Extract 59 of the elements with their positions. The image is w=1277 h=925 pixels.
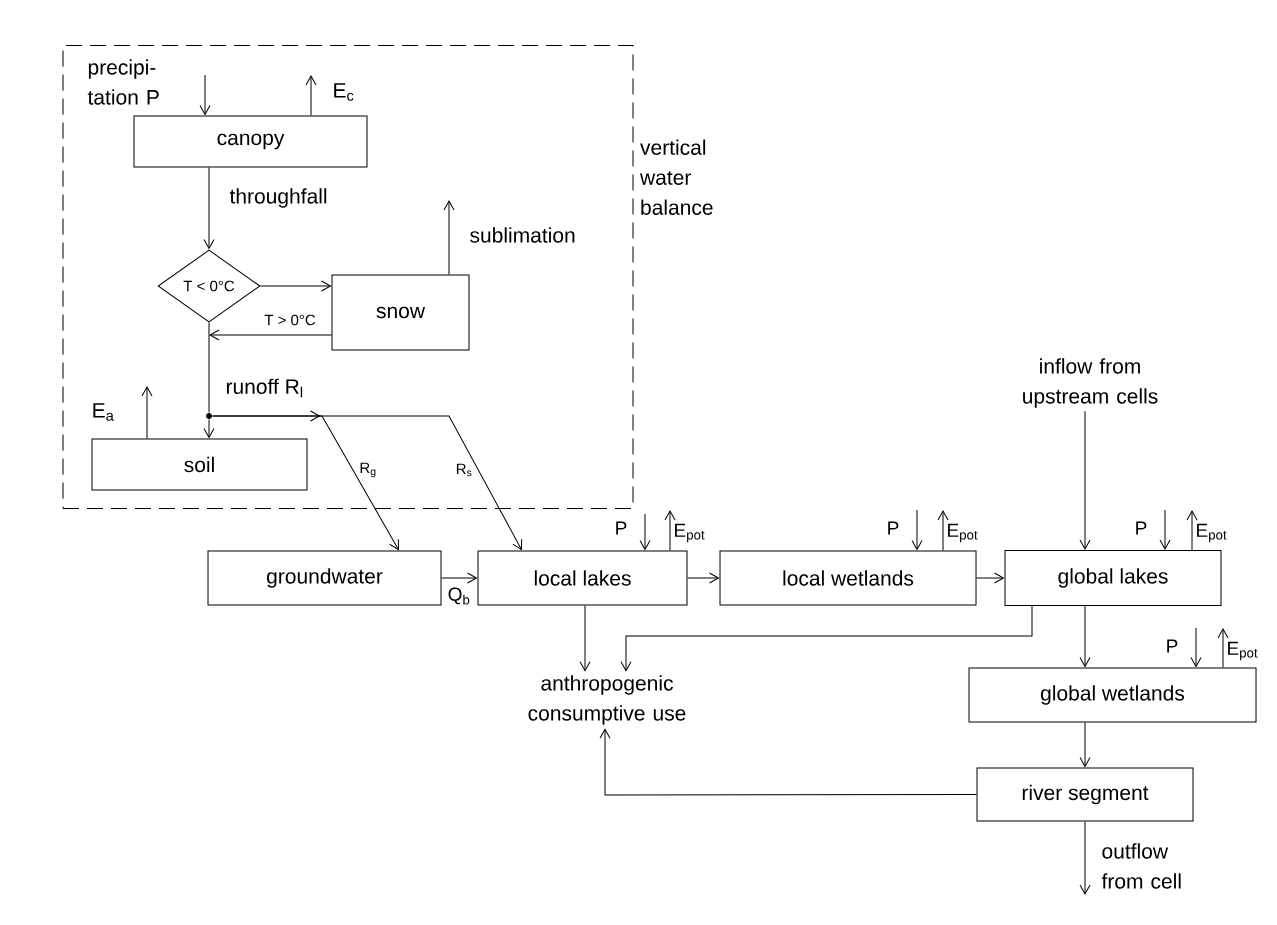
process-box: river segment bbox=[976, 767, 1194, 822]
edge-label: E$_{a}$ bbox=[93, 403, 114, 421]
process-box: local lakes bbox=[477, 550, 688, 606]
arrow bbox=[209, 329, 332, 341]
arrow bbox=[260, 280, 331, 292]
arrow bbox=[1079, 410, 1091, 550]
edge-label: E$_{pot}$ bbox=[948, 523, 978, 543]
edge-label: runoff R$_{l}$ bbox=[226, 378, 303, 398]
process-box: canopy bbox=[133, 115, 368, 168]
node-label: vertical water balance bbox=[639, 139, 713, 215]
arrow bbox=[1159, 509, 1171, 550]
arrow bbox=[937, 510, 949, 551]
edge-label: P bbox=[1136, 521, 1147, 535]
edge-label: E$_{pot}$ bbox=[1197, 523, 1227, 543]
edge-label: R$_{g}$ bbox=[360, 462, 376, 478]
process-box: soil bbox=[91, 438, 308, 491]
process-box: groundwater bbox=[207, 550, 442, 606]
edge-label: sublimation bbox=[470, 227, 575, 243]
arrow bbox=[1079, 605, 1091, 667]
arrow bbox=[664, 510, 676, 551]
arrow bbox=[203, 167, 215, 249]
arrow bbox=[1079, 722, 1091, 767]
arrow bbox=[639, 513, 651, 550]
arrow bbox=[620, 605, 1033, 672]
arrow bbox=[1217, 628, 1229, 668]
process-box: global wetlands bbox=[968, 667, 1257, 723]
edge-label: P bbox=[616, 521, 627, 535]
arrow bbox=[579, 605, 591, 672]
edge-label: throughfall bbox=[229, 188, 327, 208]
process-box: snow bbox=[331, 274, 470, 351]
arrow bbox=[443, 200, 455, 275]
edge-label: precipi- tation P bbox=[87, 59, 159, 105]
arrow bbox=[203, 419, 215, 438]
edge-label: Q$_{b}$ bbox=[448, 587, 470, 605]
edge-label: E$_{pot}$ bbox=[675, 523, 705, 543]
arrow bbox=[1186, 510, 1198, 551]
arrow bbox=[212, 415, 523, 551]
edge-label: T > 0°C bbox=[264, 314, 316, 326]
edge-label: R$_{s}$ bbox=[456, 463, 472, 477]
process-box: global lakes bbox=[1004, 550, 1222, 606]
process-box: local wetlands bbox=[719, 550, 977, 606]
arrow bbox=[1079, 821, 1091, 895]
edge-label: E$_{pot}$ bbox=[1228, 641, 1258, 661]
edge-label: P bbox=[1167, 639, 1178, 653]
flow-label: anthropogenic consumptive use bbox=[528, 675, 686, 725]
connector-line bbox=[208, 322, 210, 413]
arrow bbox=[599, 728, 977, 796]
edge-label: P bbox=[888, 521, 899, 535]
arrow bbox=[976, 572, 1004, 584]
edge-label: outflow from cell bbox=[1101, 843, 1181, 889]
arrow bbox=[199, 74, 211, 115]
arrow bbox=[441, 572, 477, 584]
arrow bbox=[305, 75, 317, 116]
arrow bbox=[687, 572, 719, 584]
arrow bbox=[141, 386, 153, 439]
arrow bbox=[911, 509, 923, 550]
edge-label: E$_{c}$ bbox=[334, 83, 354, 101]
arrow bbox=[1190, 627, 1202, 667]
flow-label: inflow from upstream cells bbox=[1023, 358, 1158, 408]
